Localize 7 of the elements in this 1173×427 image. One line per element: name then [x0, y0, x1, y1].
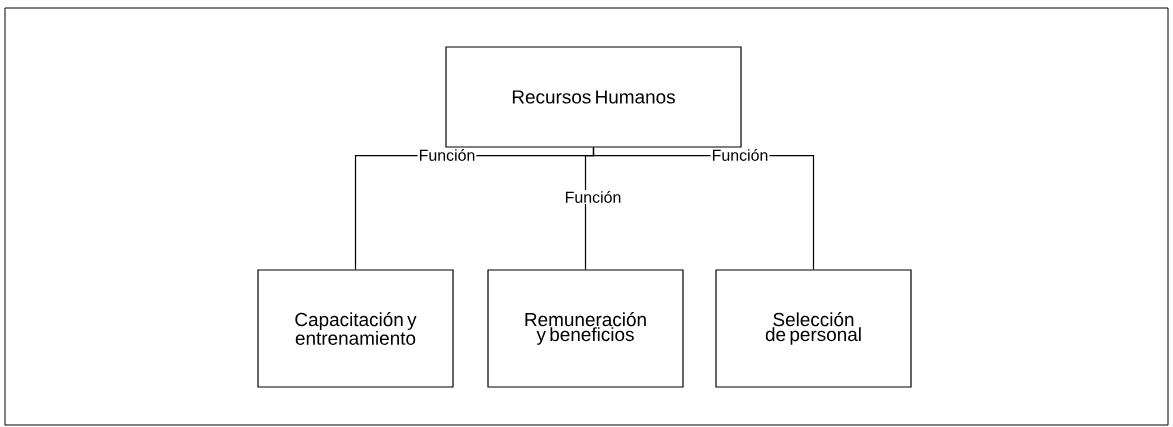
process-box: Selección de personal — [715, 269, 912, 388]
edge-label: Función — [563, 190, 623, 204]
edge-label: Función — [710, 148, 770, 162]
process-box: Recursos Humanos — [445, 46, 742, 148]
edge-label: Función — [417, 148, 477, 162]
process-box: Remuneración y beneficios — [487, 269, 684, 388]
process-box: Capacitación y entrenamiento — [257, 269, 454, 388]
